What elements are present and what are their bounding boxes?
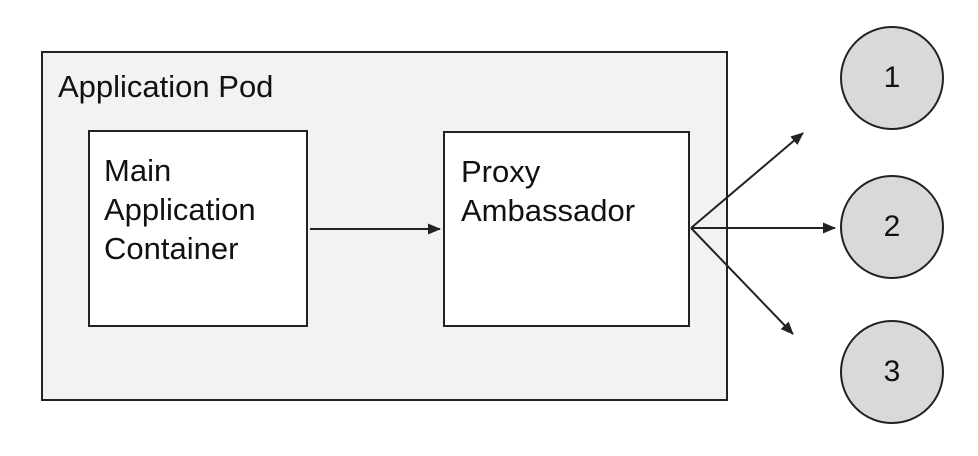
service-node-1-label: 1 [883,61,901,94]
main-application-container-node: Main Application Container [88,130,308,327]
service-node-3-label: 3 [883,355,901,388]
service-node-2-label: 2 [883,210,901,243]
service-node-2: 2 [840,175,944,279]
application-pod-title: Application Pod [58,69,274,104]
service-node-3: 3 [840,320,944,424]
proxy-ambassador-node: Proxy Ambassador [443,131,690,327]
service-node-1: 1 [840,26,944,130]
